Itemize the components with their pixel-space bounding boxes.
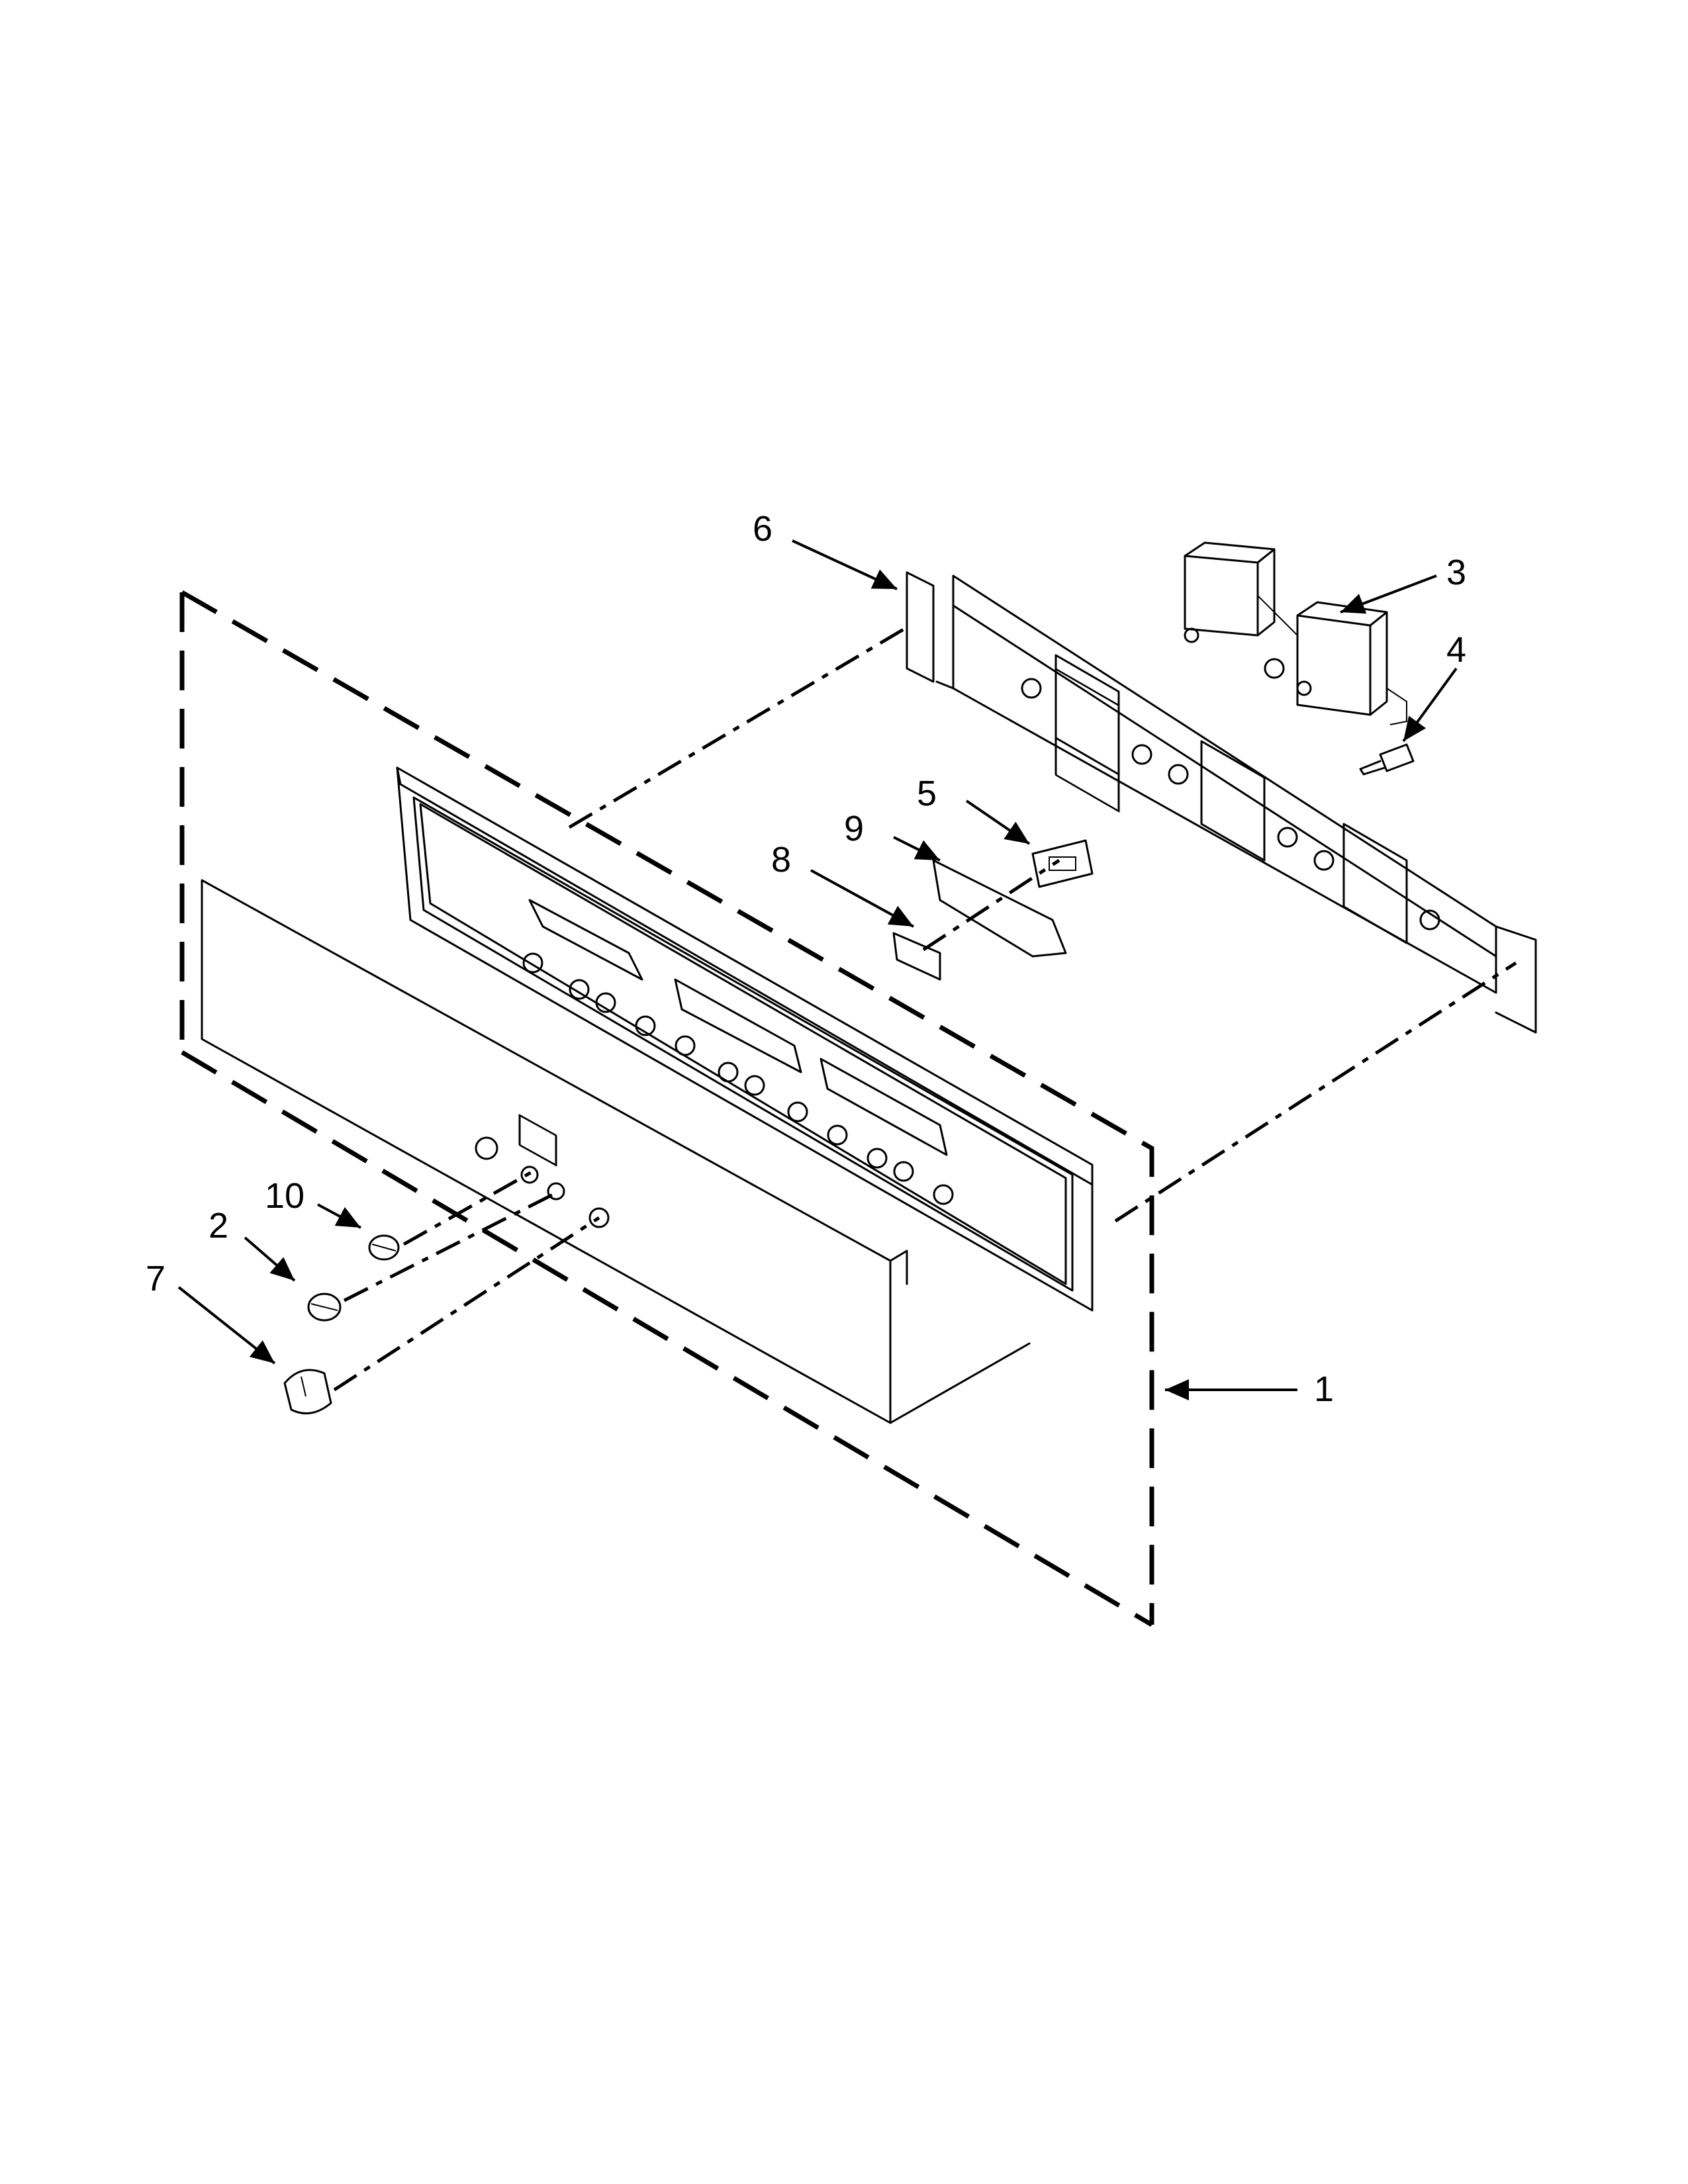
callout-1: 1: [1314, 1369, 1334, 1409]
control-panel-frame: [396, 766, 1094, 1312]
callout-2: 2: [209, 1206, 228, 1246]
control-switch-assembly: [1184, 541, 1407, 725]
callout-7: 7: [146, 1259, 165, 1298]
knob-small-2: [307, 1293, 342, 1322]
callout-9: 9: [844, 809, 864, 848]
callout-5: 5: [917, 774, 937, 813]
callout-8: 8: [771, 840, 791, 880]
knob-large-7: [283, 1369, 332, 1415]
callout-10: 10: [265, 1176, 305, 1216]
leader-arrows: [177, 539, 1458, 1400]
callout-3: 3: [1446, 553, 1466, 592]
knob-small-10: [368, 1234, 400, 1261]
screw: [1359, 743, 1415, 776]
front-control-panel: [201, 879, 1031, 1424]
alignment-lines: [333, 623, 1517, 1392]
bracket-spring-assembly: [892, 859, 1067, 981]
display-board: [1031, 839, 1094, 888]
callout-6: 6: [753, 509, 773, 549]
rear-bracket-panel: [906, 571, 1537, 1034]
callout-4: 4: [1446, 630, 1466, 670]
assembly-outline: [179, 590, 1154, 1627]
callout-labels: 6 3 4 5 9 8 10 2 7 1: [146, 509, 1466, 1409]
